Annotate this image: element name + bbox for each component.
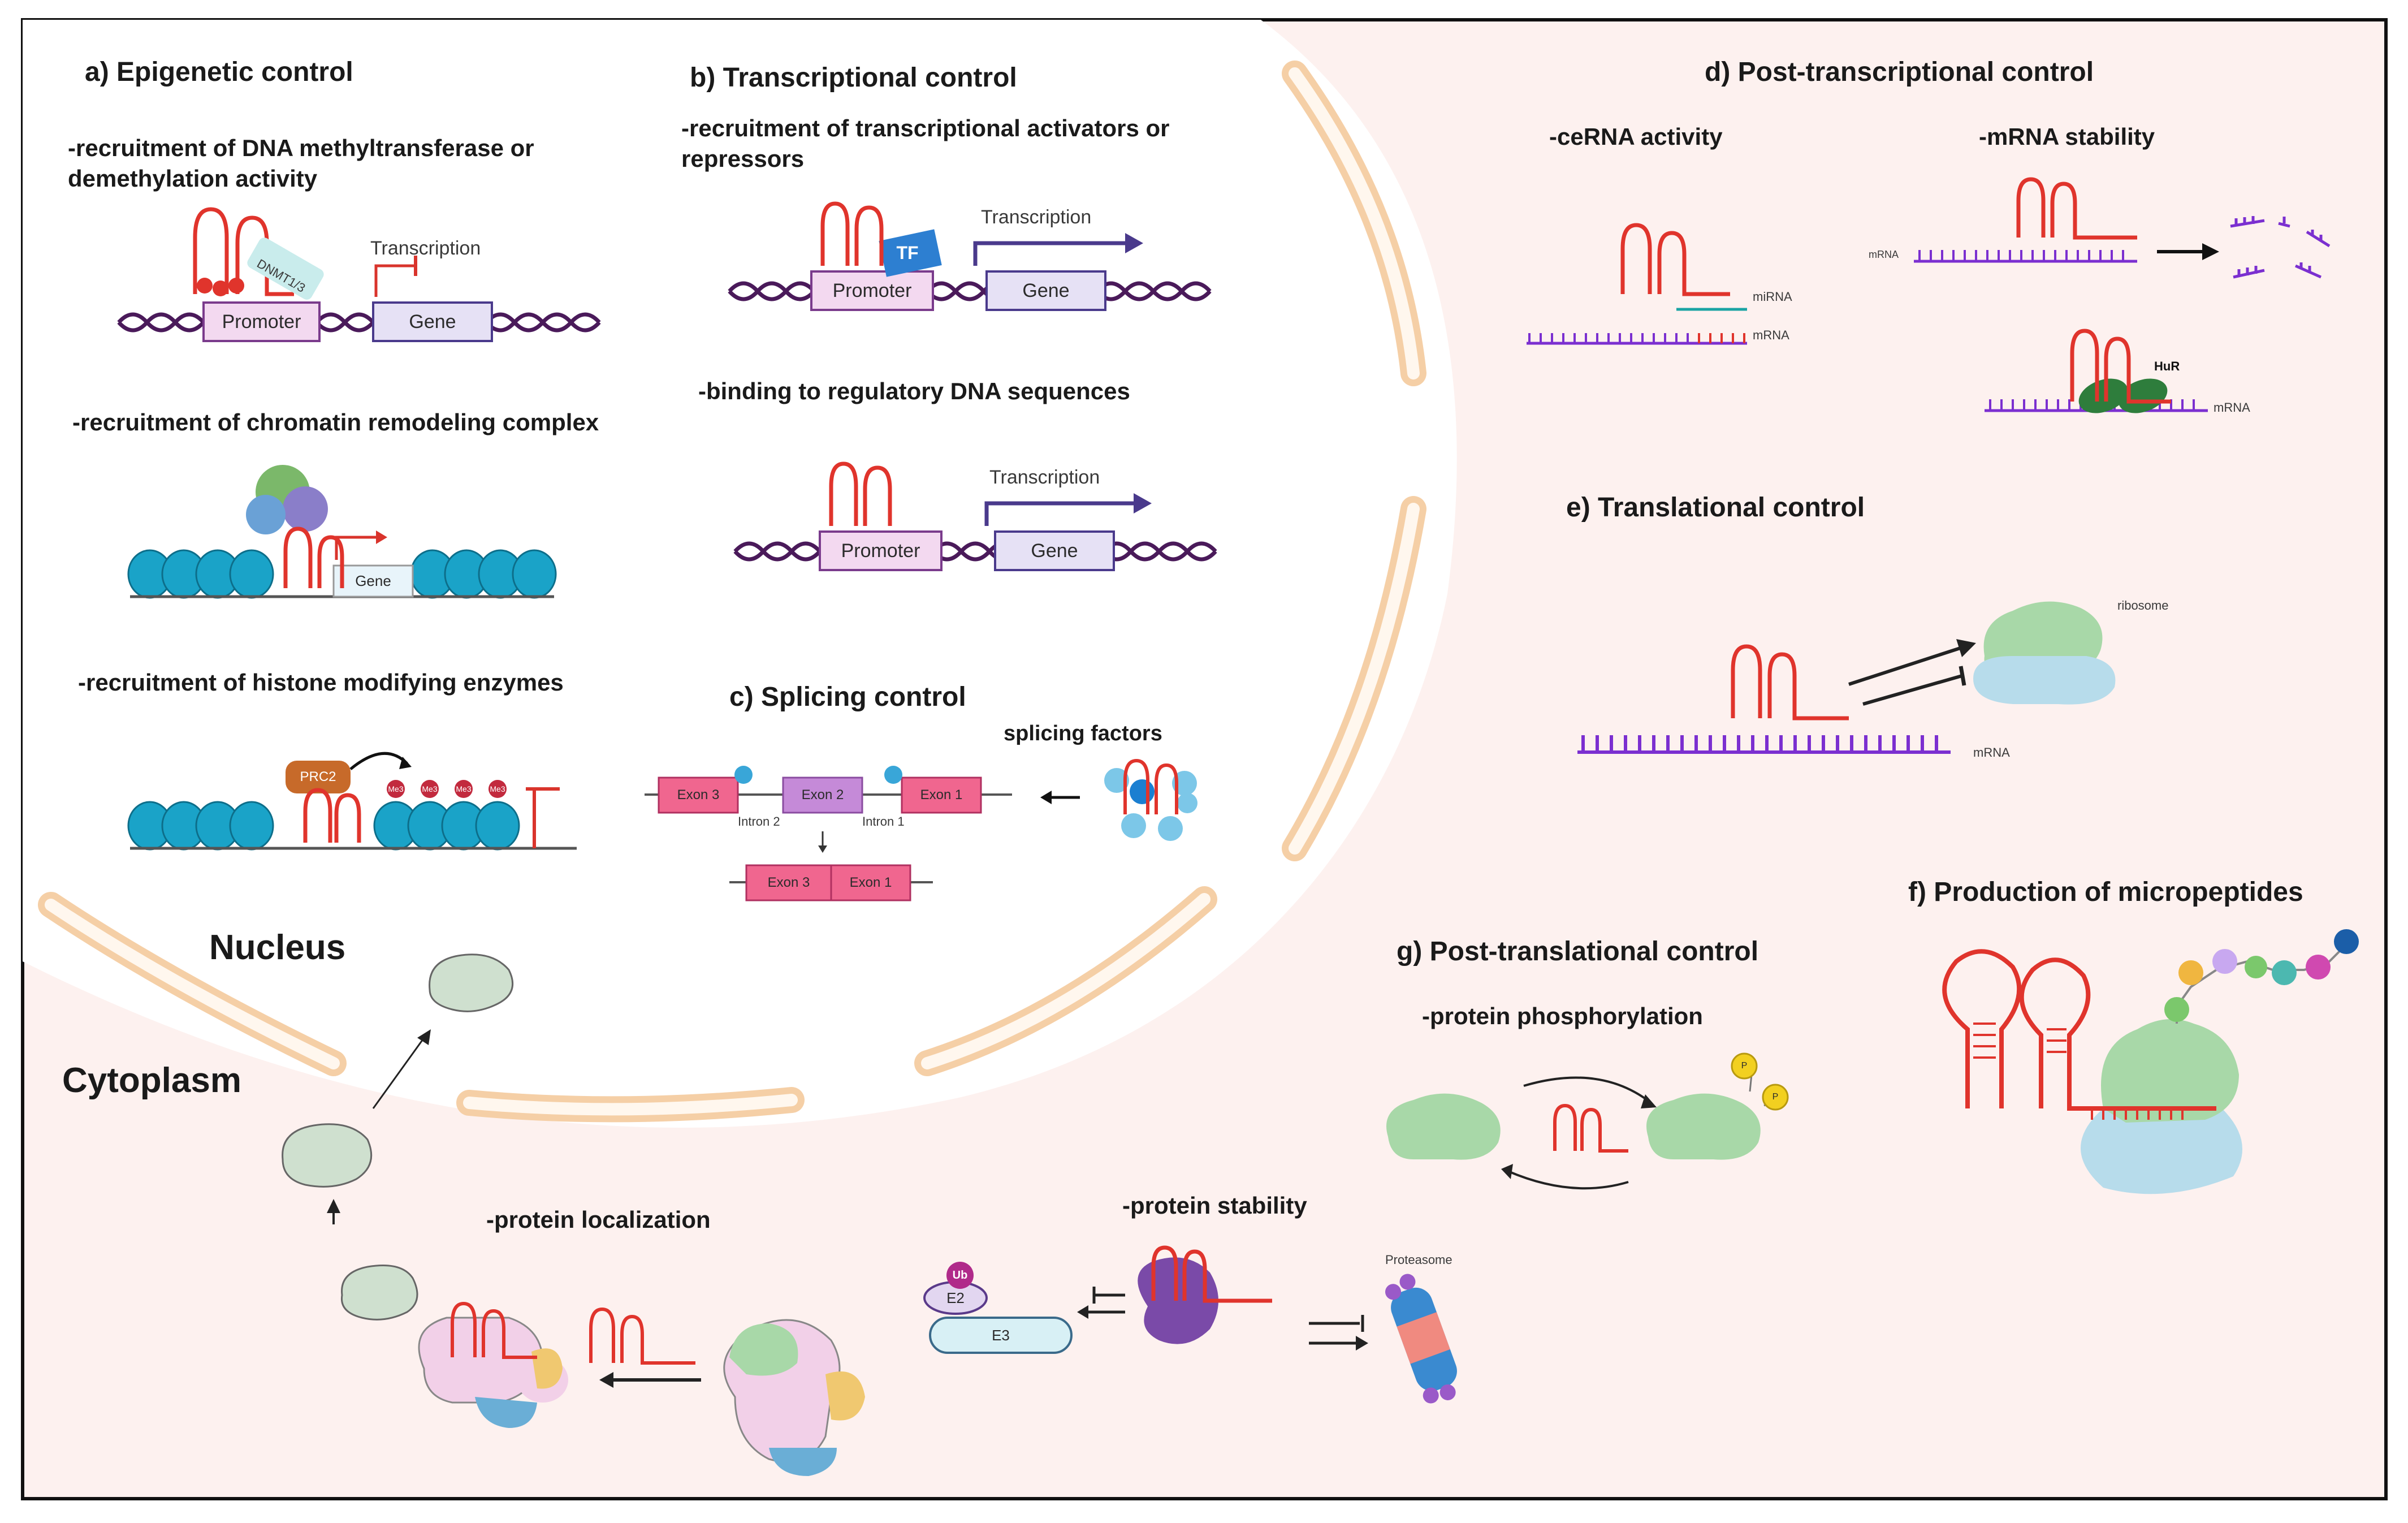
phospho-p1: P bbox=[1741, 1061, 1748, 1071]
mrna-stability-label: -mRNA stability bbox=[1979, 123, 2155, 150]
panel-a-transcription-label: Transcription bbox=[370, 238, 481, 259]
panel-b-promoter-2: Promoter bbox=[841, 540, 920, 562]
prc2-label: PRC2 bbox=[300, 769, 336, 784]
exon1-spliced-label: Exon 1 bbox=[849, 875, 892, 890]
exon1-label: Exon 1 bbox=[920, 787, 963, 803]
panel-b-transcription-2: Transcription bbox=[989, 467, 1100, 488]
ub-label: Ub bbox=[952, 1269, 968, 1282]
lncrna-a1 bbox=[193, 207, 294, 296]
panel-a-gene-label: Gene bbox=[409, 310, 456, 333]
e2-label: E2 bbox=[946, 1289, 965, 1306]
nucleosomes-a2 bbox=[127, 549, 557, 599]
me3-label-2: Me3 bbox=[422, 784, 438, 793]
panel-d-title: d) Post-transcriptional control bbox=[1705, 57, 2094, 87]
exon3-spliced-label: Exon 3 bbox=[767, 875, 810, 890]
gene-small-label: Gene bbox=[355, 572, 391, 589]
hur-label: HuR bbox=[2154, 359, 2180, 373]
panel-b-transcription-1: Transcription bbox=[981, 206, 1092, 228]
panel-e-title: e) Translational control bbox=[1566, 493, 1865, 523]
mirna-label: miRNA bbox=[1753, 290, 1792, 304]
panel-a-item1: -recruitment of DNA methyltransferase or… bbox=[68, 135, 534, 192]
cytoplasm-label: Cytoplasm bbox=[62, 1061, 241, 1100]
panel-a-item3: -recruitment of histone modifying enzyme… bbox=[78, 669, 564, 696]
panel-a-promoter-label: Promoter bbox=[222, 310, 301, 333]
e3-label: E3 bbox=[992, 1326, 1010, 1344]
ribosome-label: ribosome bbox=[2117, 598, 2169, 612]
panel-g-title: g) Post-translational control bbox=[1397, 937, 1759, 967]
panel-b-item1: -recruitment of transcriptional activato… bbox=[681, 115, 1170, 172]
panel-b-gene-1: Gene bbox=[1022, 279, 1070, 301]
intron2-label: Intron 2 bbox=[738, 814, 780, 829]
dna-helix-a1 bbox=[117, 312, 601, 333]
mrna-label-d2: mRNA bbox=[1869, 249, 1899, 260]
nucleus-label: Nucleus bbox=[209, 928, 346, 967]
panel-a-item2: -recruitment of chromatin remodeling com… bbox=[72, 409, 599, 435]
exon2-label: Exon 2 bbox=[801, 787, 844, 803]
splicing-factors-label: splicing factors bbox=[1004, 722, 1162, 745]
me3-label-1: Me3 bbox=[388, 784, 404, 793]
mrna-label-d3: mRNA bbox=[2214, 400, 2250, 415]
mrna-label-d1: mRNA bbox=[1753, 328, 1789, 342]
micropeptide-chain bbox=[2164, 929, 2359, 1022]
panel-b-gene-2: Gene bbox=[1031, 540, 1078, 562]
tf-label: TF bbox=[896, 243, 919, 263]
panel-b-promoter-1: Promoter bbox=[832, 279, 912, 301]
cerna-label: -ceRNA activity bbox=[1549, 123, 1723, 150]
protein-stability-label: -protein stability bbox=[1122, 1192, 1307, 1219]
panel-f-title: f) Production of micropeptides bbox=[1908, 877, 2303, 907]
mrna-label-e: mRNA bbox=[1973, 745, 2010, 760]
proteasome-label: Proteasome bbox=[1385, 1253, 1452, 1267]
protein-localization-label: -protein localization bbox=[486, 1206, 711, 1233]
panel-a-title: a) Epigenetic control bbox=[85, 57, 353, 87]
panel-b-item2: -binding to regulatory DNA sequences bbox=[698, 378, 1130, 404]
intron1-label: Intron 1 bbox=[862, 814, 905, 829]
panel-c-title: c) Splicing control bbox=[729, 682, 966, 712]
phospho-p2: P bbox=[1772, 1092, 1779, 1102]
me3-label-3: Me3 bbox=[456, 784, 472, 793]
phosphorylation-label: -protein phosphorylation bbox=[1422, 1003, 1703, 1029]
exon3-label: Exon 3 bbox=[677, 787, 720, 803]
me3-label-4: Me3 bbox=[490, 784, 505, 793]
panel-b-title: b) Transcriptional control bbox=[690, 63, 1017, 93]
